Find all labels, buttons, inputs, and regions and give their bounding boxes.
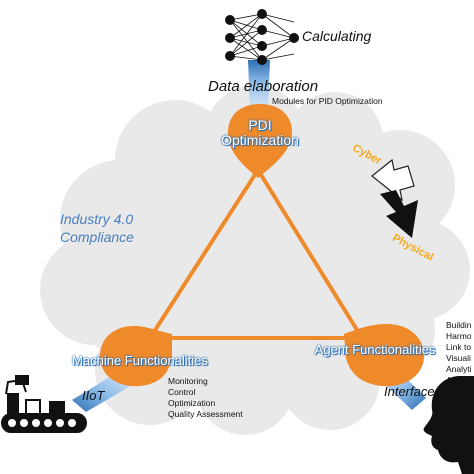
agent-node — [344, 324, 424, 387]
industry-label: Industry 4.0 Compliance — [60, 210, 134, 246]
agent-item: Alarms — [446, 375, 473, 385]
machine-functions-list: Monitoring Control Optimization Quality … — [168, 376, 243, 420]
calculating-label: Calculating — [302, 28, 372, 44]
industry-line2: Compliance — [60, 229, 134, 245]
agent-item: Analyti — [446, 364, 472, 374]
agent-functions-list: Buildin Harmo Link to Visuali Analyti Al… — [446, 320, 472, 386]
machine-item: Control — [168, 387, 196, 397]
modules-label: Modules for PID Optimization — [272, 96, 383, 106]
link-top — [248, 60, 270, 112]
pdi-node — [227, 104, 292, 178]
cyber-physical-arrows-icon — [371, 158, 418, 238]
machine-node-title: Machine Functionalities — [72, 353, 208, 368]
industry-line1: Industry 4.0 — [60, 211, 134, 227]
machine-item: Quality Assessment — [168, 409, 243, 419]
pdi-node-title: PDI Optimization — [210, 118, 310, 148]
machine-node — [100, 326, 172, 387]
machine-item: Optimization — [168, 398, 216, 408]
agent-item: Harmo — [446, 331, 472, 341]
neural-network-icon — [225, 9, 299, 65]
pdi-title-line1: PDI — [248, 117, 272, 133]
agent-item: Visuali — [446, 353, 471, 363]
agent-item: Link to — [446, 342, 472, 352]
agent-node-title: Agent Functionalities — [314, 342, 436, 357]
iiot-label: IIoT — [82, 388, 105, 403]
data-elaboration-label: Data elaboration — [208, 78, 319, 95]
human-head-icon — [423, 376, 474, 474]
conveyor-robot-icon — [1, 375, 87, 433]
pdi-title-line2: Optimization — [221, 132, 299, 148]
machine-item: Monitoring — [168, 376, 208, 386]
interfaces-label: Interfaces — [384, 384, 442, 399]
triangle-connector — [148, 168, 364, 340]
agent-item: Buildin — [446, 320, 472, 330]
